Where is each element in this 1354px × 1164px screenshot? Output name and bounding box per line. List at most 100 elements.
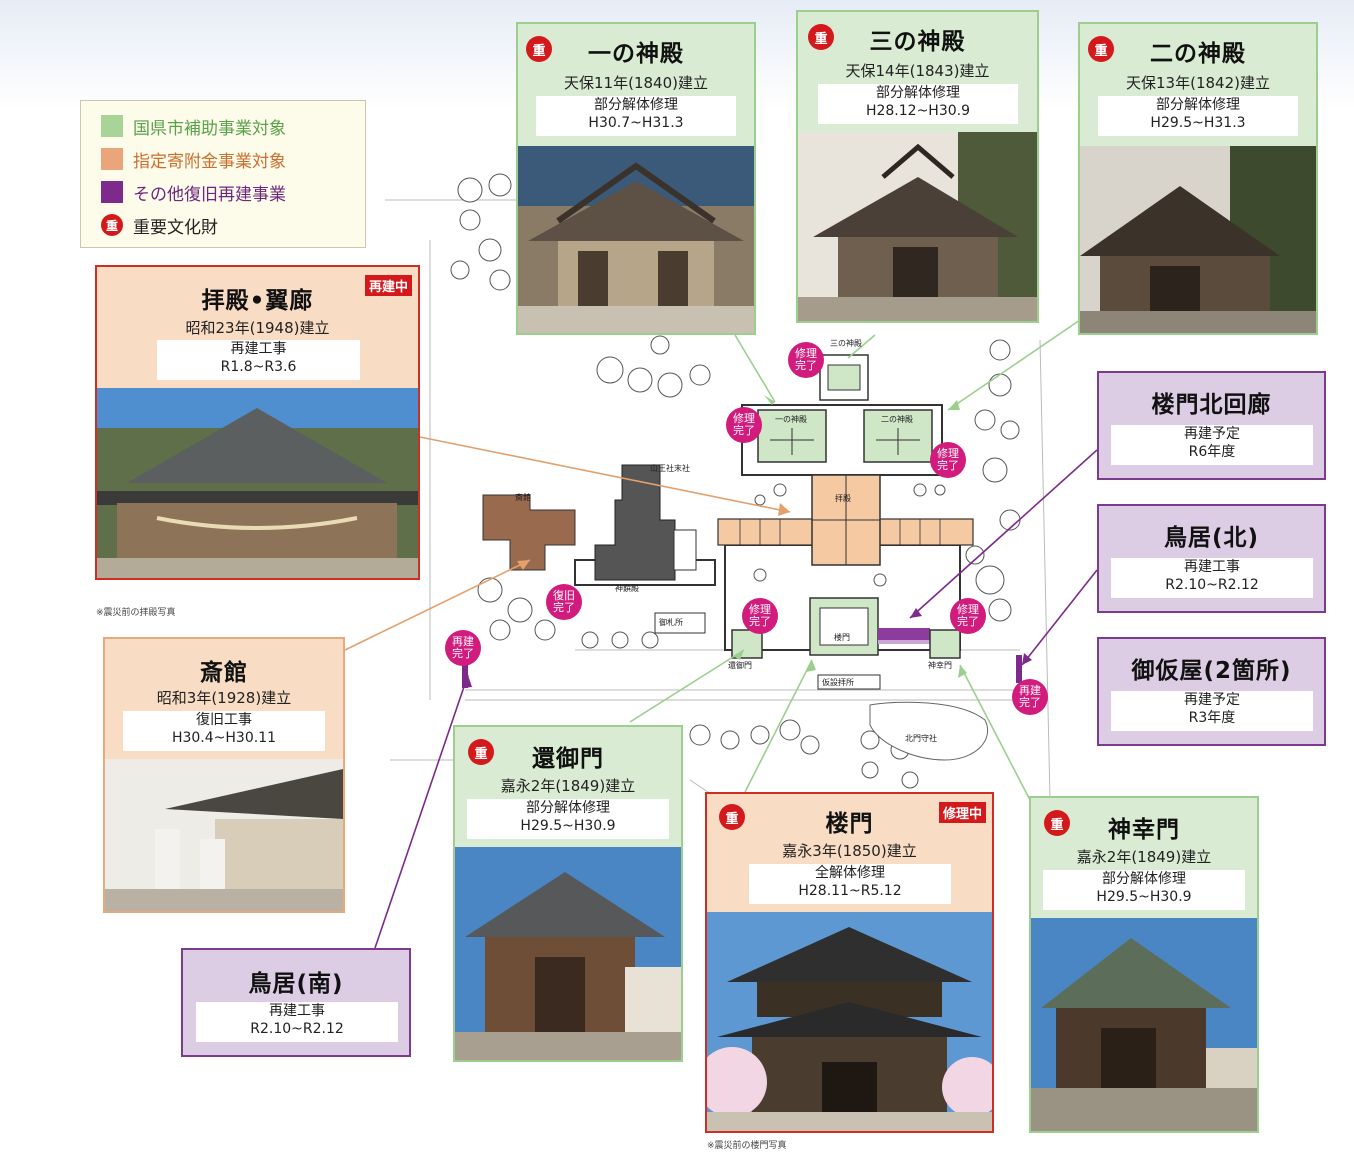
card-title: 一の神殿 (588, 41, 684, 67)
shrine-photo (455, 847, 681, 1060)
status-fukkyu-done: 復旧完了 (546, 584, 582, 620)
shrine-photo (105, 759, 343, 911)
legend-swatch-purple (101, 181, 123, 203)
photo-note: ※震災前の楼門写真 (707, 1141, 787, 1151)
card-year: 天保13年(1842)建立 (1126, 74, 1270, 92)
map-label-romon: 楼門 (834, 633, 850, 642)
map-label-saikan: 斎館 (515, 493, 531, 502)
legend-item-other: その他復旧再建事業 (101, 179, 286, 205)
status-shuri-done: 修理完了 (788, 342, 824, 378)
card-year: 天保11年(1840)建立 (564, 74, 708, 92)
card-year: 嘉永2年(1849)建立 (500, 777, 636, 795)
card-year: 昭和3年(1928)建立 (156, 689, 292, 707)
important-badge-icon: 重 (719, 804, 745, 830)
photo-note: ※震災前の拝殿写真 (96, 608, 176, 618)
map-shinkoden (594, 464, 676, 581)
legend-label: 指定寄附金事業対象 (133, 151, 286, 172)
map-label-yamanokami: 山王社末社 (650, 464, 690, 473)
map-saikan (482, 494, 576, 571)
shrine-photo (707, 912, 992, 1131)
map-label-shinkomon: 神幸門 (928, 661, 952, 670)
status-shuri-done: 修理完了 (742, 598, 778, 634)
legend-item-donation: 指定寄附金事業対象 (101, 146, 286, 172)
status-shuri-done: 修理完了 (726, 407, 762, 443)
status-tag: 再建中 (364, 275, 412, 296)
legend-item-important: 重 重要文化財 (101, 212, 218, 238)
card-title: 鳥居(南) (248, 971, 344, 997)
legend-swatch-orange (101, 148, 123, 170)
card-year: 昭和23年(1948)建立 (185, 319, 330, 337)
map-torii-south (462, 660, 468, 688)
map-torii-north (1016, 655, 1022, 683)
map-romon-kita-corridor (878, 628, 930, 640)
shrine-photo (1080, 146, 1316, 333)
status-shuri-done: 修理完了 (950, 598, 986, 634)
important-badge-icon: 重 (808, 24, 834, 50)
map-kangyomon (731, 629, 763, 659)
legend-label: 国県市補助事業対象 (133, 118, 286, 139)
map-label-kangyomon: 還御門 (728, 661, 752, 670)
card-title: 還御門 (532, 746, 604, 772)
shrine-photo (1031, 918, 1257, 1131)
status-shuri-done: 修理完了 (930, 442, 966, 478)
important-badge-icon: 重 (1044, 810, 1070, 836)
card-title: 御仮屋(2箇所) (1131, 658, 1292, 684)
card-year: 嘉永2年(1849)建立 (1076, 848, 1212, 866)
card-title: 神幸門 (1108, 817, 1180, 843)
status-saiken-done: 再建完了 (1012, 679, 1048, 715)
map-label-haiden: 拝殿 (835, 494, 851, 503)
legend: 国県市補助事業対象 指定寄附金事業対象 その他復旧再建事業 重 重要文化財 (80, 100, 366, 248)
card-title: 楼門北回廊 (1151, 392, 1272, 418)
map-label-san: 三の神殿 (830, 339, 862, 348)
map-label-shinkoden: 神饌殿 (615, 584, 639, 593)
card-title: 三の神殿 (869, 29, 966, 55)
important-badge-icon: 重 (526, 36, 552, 62)
important-badge-icon: 重 (468, 739, 494, 765)
map-label-fudasho: 御札所 (659, 618, 683, 627)
map-label-kitamon: 北門守社 (905, 734, 937, 743)
map-label-ichi: 一の神殿 (775, 415, 807, 424)
map-label-kasetsu: 仮設拝所 (822, 678, 854, 687)
status-tag: 修理中 (938, 802, 986, 823)
shrine-photo (518, 146, 754, 333)
card-year: 天保14年(1843)建立 (845, 62, 990, 80)
status-saiken-done: 再建完了 (445, 630, 481, 666)
card-title: 拝殿•翼廊 (201, 288, 314, 314)
card-title: 斎館 (200, 660, 248, 686)
card-title: 二の神殿 (1150, 41, 1246, 67)
shrine-photo (798, 132, 1037, 321)
card-title: 鳥居(北) (1163, 525, 1260, 551)
legend-swatch-green (101, 115, 123, 137)
map-label-ni: 二の神殿 (881, 415, 913, 424)
card-title: 楼門 (825, 811, 874, 837)
legend-label: その他復旧再建事業 (133, 184, 286, 205)
legend-label: 重要文化財 (133, 217, 218, 238)
legend-item-subsidy: 国県市補助事業対象 (101, 113, 286, 139)
shrine-photo (97, 388, 418, 578)
important-badge-icon: 重 (101, 214, 123, 236)
card-year: 嘉永3年(1850)建立 (782, 842, 917, 860)
